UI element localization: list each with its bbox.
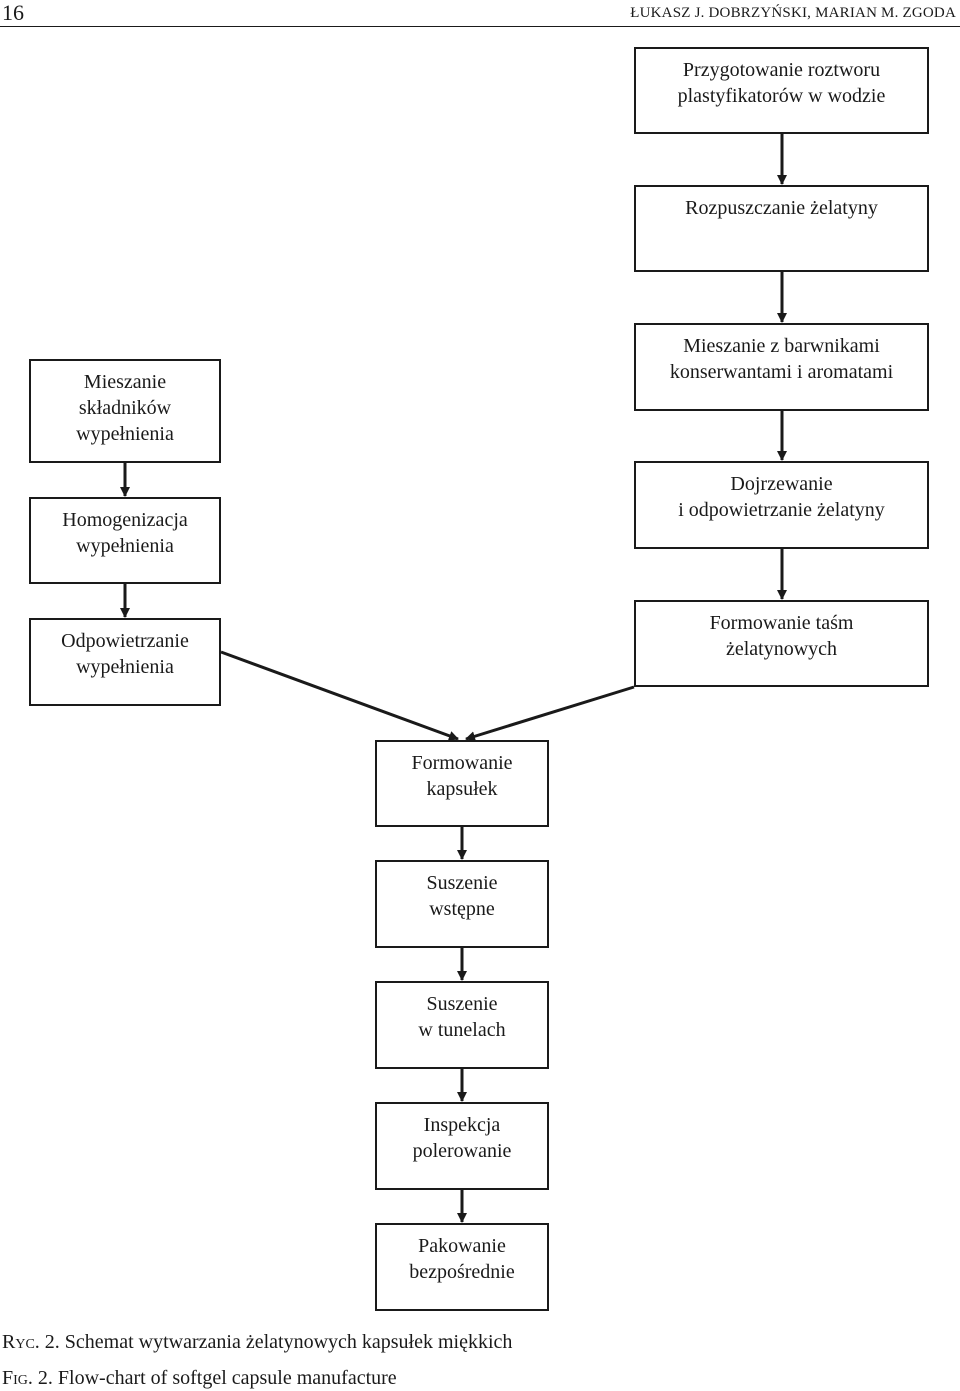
step-pre-drying: Suszenie wstępne — [375, 860, 549, 948]
figure-label-polish: Ryc. 2. — [2, 1331, 60, 1353]
step-form-gelatin-ribbons: Formowanie taśm żelatynowych — [634, 600, 929, 687]
figure-text-polish: Schemat wytwarzania żelatynowych kapsułe… — [64, 1331, 513, 1353]
step-direct-packaging: Pakowanie bezpośrednie — [375, 1223, 549, 1311]
step-label: Mieszanie z barwnikami konserwantami i a… — [669, 335, 894, 383]
step-form-capsules: Formowanie kapsułek — [375, 740, 549, 827]
figure-caption-polish: Ryc. 2. Schemat wytwarzania żelatynowych… — [2, 1330, 512, 1354]
step-mix-fill-ingredients: Mieszanie składników wypełnienia — [29, 359, 221, 463]
step-label: Suszenie w tunelach — [418, 993, 506, 1041]
step-mix-additives: Mieszanie z barwnikami konserwantami i a… — [634, 323, 929, 411]
step-label: Pakowanie bezpośrednie — [409, 1235, 515, 1283]
figure-caption-english: Fig. 2. Flow-chart of softgel capsule ma… — [2, 1366, 397, 1390]
step-tunnel-drying: Suszenie w tunelach — [375, 981, 549, 1069]
step-label: Rozpuszczanie żelatyny — [685, 197, 878, 219]
step-label: Inspekcja polerowanie — [412, 1114, 512, 1162]
header-rule — [0, 26, 960, 27]
running-head: ŁUKASZ J. DOBRZYŃSKI, MARIAN M. ZGODA — [630, 5, 956, 21]
arrow-deaerate-to-forming — [220, 650, 459, 741]
step-prepare-plasticizer-solution: Przygotowanie roztworu plastyfikatorów w… — [634, 47, 929, 134]
step-mature-deaerate-gelatin: Dojrzewanie i odpowietrzanie żelatyny — [634, 461, 929, 549]
figure-text-english: Flow-chart of softgel capsule manufactur… — [57, 1367, 397, 1389]
step-label: Przygotowanie roztworu plastyfikatorów w… — [677, 59, 886, 107]
step-deaerate-fill: Odpowietrzanie wypełnienia — [29, 618, 221, 706]
step-homogenize-fill: Homogenizacja wypełnienia — [29, 497, 221, 584]
step-label: Formowanie taśm żelatynowych — [709, 612, 854, 660]
step-label: Formowanie kapsułek — [411, 752, 513, 800]
page-number: 16 — [2, 0, 24, 25]
figure-label-english: Fig. 2. — [2, 1367, 53, 1389]
step-label: Homogenizacja wypełnienia — [62, 509, 188, 557]
step-label: Mieszanie składników wypełnienia — [76, 371, 174, 445]
step-label: Suszenie wstępne — [426, 872, 498, 920]
step-inspection-polishing: Inspekcja polerowanie — [375, 1102, 549, 1190]
arrow-ribbons-to-forming — [465, 685, 635, 742]
step-label: Dojrzewanie i odpowietrzanie żelatyny — [678, 473, 885, 521]
step-dissolve-gelatin: Rozpuszczanie żelatyny — [634, 185, 929, 272]
step-label: Odpowietrzanie wypełnienia — [61, 630, 189, 678]
